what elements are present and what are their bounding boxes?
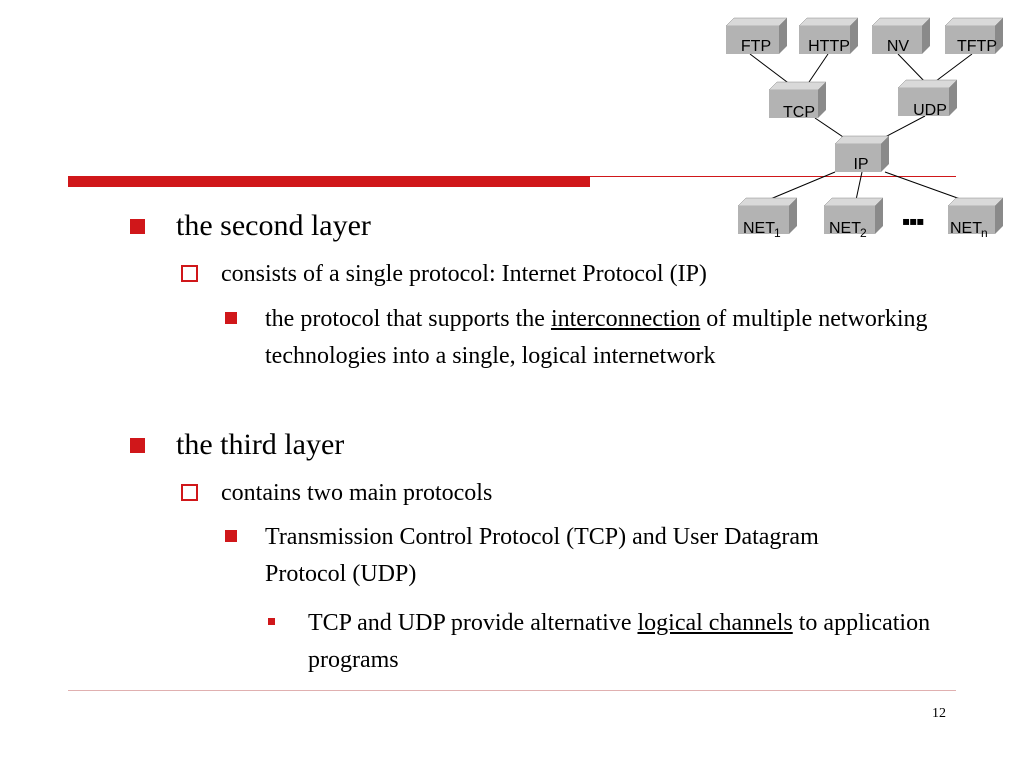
connector-tftp-udp <box>931 53 973 85</box>
bullet-second-layer-text: the second layer <box>176 209 371 242</box>
hollow-square-bullet-icon <box>181 259 221 289</box>
box-net-n-label: NET <box>950 220 982 237</box>
channels-text-pre: TCP and UDP provide alternative <box>308 610 638 636</box>
box-net-2-subscript: 2 <box>860 226 867 240</box>
bullet-second-sub: consists of a single protocol: Internet … <box>181 259 707 289</box>
hollow-square-bullet-icon <box>181 478 221 508</box>
bullet-tcp-udp-text: Transmission Control Protocol (TCP) and … <box>265 524 819 587</box>
bullet-ip-description: the protocol that supports the interconn… <box>225 301 950 375</box>
box-udp-label: UDP <box>913 102 947 119</box>
net-ellipsis: ▪▪▪ <box>902 214 924 228</box>
bullet-tcp-udp: Transmission Control Protocol (TCP) and … <box>225 519 885 593</box>
box-ip: IP <box>834 135 890 173</box>
box-nv-label: NV <box>887 38 910 55</box>
box-net-n: NET n <box>947 197 1004 240</box>
interconnection-term: interconnection <box>550 306 701 332</box>
bullet-second-layer: the second layer <box>130 208 371 244</box>
logical-channels-term: logical channels <box>637 610 793 636</box>
box-tftp: TFTP <box>944 17 1004 55</box>
footer-divider <box>68 690 956 691</box>
filled-square-bullet-icon <box>130 427 176 463</box>
ip-text-post: of multiple networking technologies into… <box>265 306 928 369</box>
box-udp: UDP <box>897 79 958 119</box>
box-tcp: TCP <box>768 81 827 121</box>
box-ftp-label: FTP <box>741 38 771 55</box>
bullet-logical-channels-text: TCP and UDP provide alternative logical … <box>308 605 953 679</box>
channels-text-post: to application programs <box>308 610 931 673</box>
filled-square-bullet-icon <box>130 208 176 244</box>
connector-ip-netn <box>884 171 964 201</box>
small-square-bullet-icon <box>268 605 308 679</box>
bullet-third-layer: the third layer <box>130 427 344 463</box>
bullet-third-layer-text: the third layer <box>176 428 345 461</box>
bullet-third-sub: contains two main protocols <box>181 478 492 508</box>
box-net-n-subscript: n <box>981 226 988 240</box>
page-number: 12 <box>932 706 946 721</box>
box-ftp: FTP <box>725 17 788 55</box>
connector-ip-net2 <box>855 171 863 201</box>
connector-nv-udp <box>897 53 928 85</box>
bullet-logical-channels: TCP and UDP provide alternative logical … <box>268 605 953 679</box>
bullet-third-sub-text: contains two main protocols <box>221 480 493 506</box>
box-nv: NV <box>871 17 931 55</box>
bullet-ip-description-text: the protocol that supports the interconn… <box>265 301 950 375</box>
box-ip-label: IP <box>853 156 868 173</box>
ip-text-pre: the protocol that supports the <box>265 306 551 332</box>
box-net-1-label: NET <box>743 220 775 237</box>
connector-ip-net1 <box>767 171 836 201</box>
title-divider-line <box>590 176 956 177</box>
box-net-2: NET 2 <box>823 197 884 240</box>
box-net-1: NET 1 <box>737 197 798 240</box>
diagram-connectors <box>749 53 973 201</box>
protocol-hierarchy-diagram: FTP HTTP NV TFTP TCP UDP IP <box>725 17 1004 240</box>
filled-square-bullet-icon <box>225 519 265 593</box>
filled-square-bullet-icon <box>225 301 265 375</box>
box-net-2-label: NET <box>829 220 861 237</box>
box-tcp-label: TCP <box>783 104 815 121</box>
title-divider-bar <box>68 176 590 187</box>
box-net-1-subscript: 1 <box>774 226 781 240</box>
bullet-second-sub-text: consists of a single protocol: Internet … <box>221 261 707 287</box>
box-http-label: HTTP <box>808 38 850 55</box>
box-http: HTTP <box>798 17 859 55</box>
box-tftp-label: TFTP <box>957 38 997 55</box>
